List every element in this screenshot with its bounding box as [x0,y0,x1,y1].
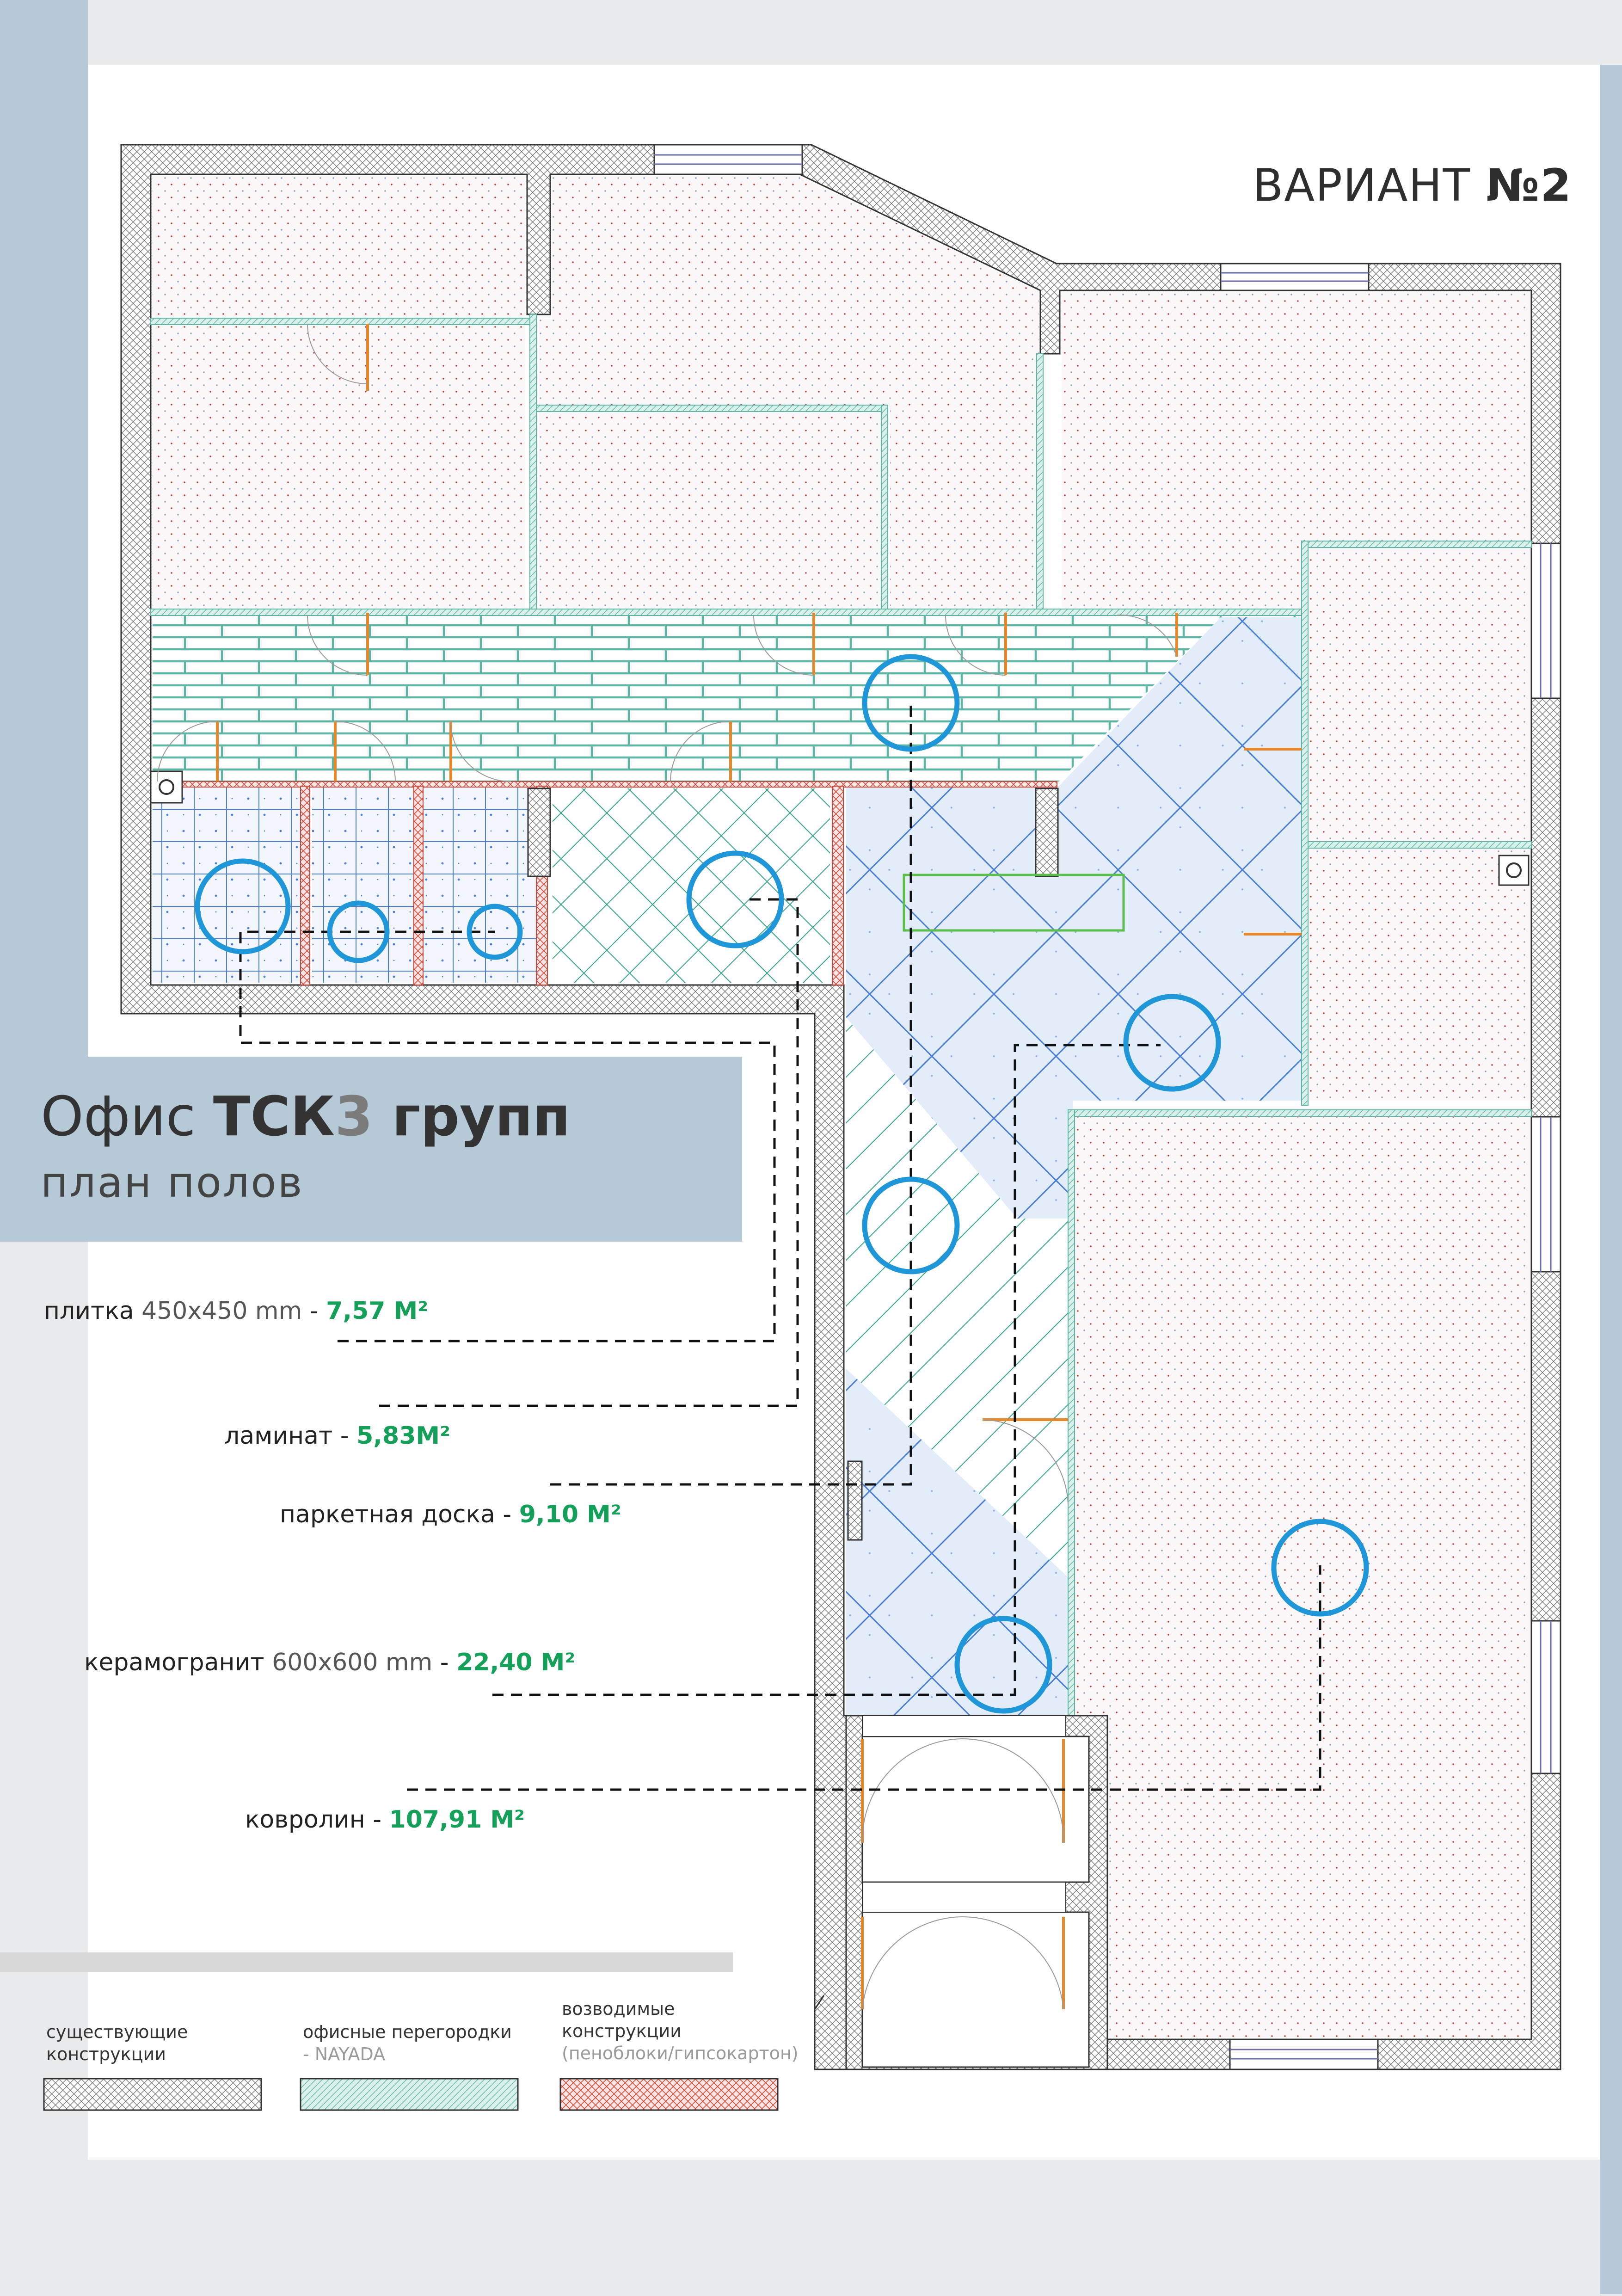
legend-swatch-existing [43,2078,262,2111]
legend-sub: - NAYADA [303,2044,386,2064]
title-part4: групп [373,1084,571,1148]
area-value: 22,40 М² [456,1649,576,1676]
porcelain-area [846,617,1302,1219]
area-separator: - [495,1501,519,1528]
area-name: керамогранит [84,1649,272,1676]
office-partitions [150,314,1532,1716]
area-name: ламинат [224,1422,333,1450]
right-accent-band [1600,65,1622,2294]
legend-divider [0,1952,733,1972]
window [1530,1116,1561,1273]
columns [150,770,1530,1541]
reception-desk [903,874,1125,932]
page-title: Офис ТСК3 групп [41,1084,571,1148]
legend-new-label: возводимые конструкции (пеноблоки/гипсок… [562,1998,821,2064]
title-part1: Офис [41,1084,213,1148]
area-spec: 450х450 mm [141,1297,302,1325]
title-part3: 3 [335,1084,373,1148]
left-accent-band [0,0,88,1242]
variant-label: ВАРИАНТ №2 [1202,160,1572,211]
page-subtitle: план полов [41,1158,304,1207]
window [1530,1620,1561,1774]
area-value: 5,83М² [356,1422,450,1450]
carpet-areas [153,176,1530,2037]
area-value: 7,57 М² [326,1297,429,1325]
leader-lines [239,703,1321,1791]
area-label-laminate: ламинат - 5,83М² [224,1422,450,1450]
area-separator: - [373,1806,389,1834]
parquet-area [153,612,1302,782]
area-separator: - [302,1297,326,1325]
legend-line: офисные перегородки [303,2022,512,2042]
legend-sub: (пеноблоки/гипсокартон) [562,2043,799,2063]
legend-partition-label: офисные перегородки - NAYADA [303,2021,562,2065]
area-spec: 600х600 mm [272,1649,433,1676]
window [1220,263,1370,291]
new-walls [150,781,1057,985]
legend-swatch-new [559,2078,779,2111]
variant-prefix: ВАРИАНТ [1253,160,1486,211]
window [1530,542,1561,699]
title-panel [0,1057,742,1242]
window [653,144,803,175]
area-value: 107,91 М² [389,1806,525,1834]
area-value: 9,10 М² [519,1501,621,1528]
area-label-carpet: ковролин - 107,91 М² [245,1806,525,1834]
area-name: паркетная доска [280,1501,495,1528]
area-label-tile: плитка 450х450 mm - 7,57 М² [44,1297,428,1325]
legend-swatch-partition [300,2078,519,2111]
variant-number: №2 [1486,160,1572,211]
area-label-parquet: паркетная доска - 9,10 М² [280,1501,621,1528]
area-label-porcelain: керамогранит 600х600 mm - 22,40 М² [84,1649,575,1676]
area-name: плитка [44,1297,142,1325]
area-separator: - [432,1649,457,1676]
legend-existing-label: существующие конструкции [46,2021,287,2065]
legend-line: существующие [46,2022,188,2042]
area-name: ковролин [245,1806,373,1834]
porcelain-area-lower [846,1369,1073,1716]
window [1229,2038,1379,2070]
title-part2: ТСК [213,1084,335,1148]
door-swings [157,323,1177,2010]
tile-areas [153,786,536,983]
legend-line: конструкции [46,2044,166,2064]
legend-line: конструкции [562,2021,682,2041]
legend-line: возводимые [562,1999,675,2019]
area-separator: - [332,1422,357,1450]
area-markers [195,654,1369,1714]
entrance-vestibule [845,1715,1108,2070]
